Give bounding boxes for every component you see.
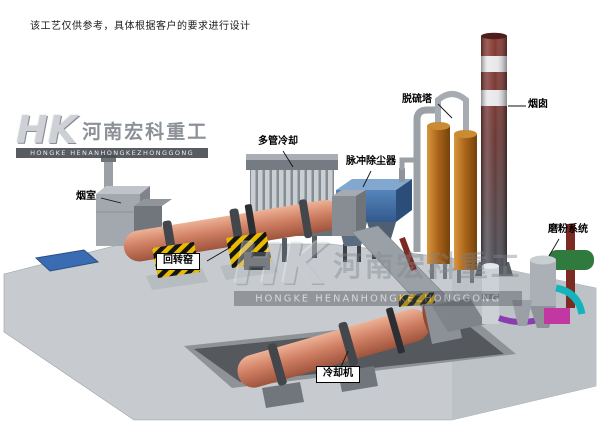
leader-multi-tube-cooler	[282, 150, 294, 168]
hazard-edge-strip	[398, 292, 435, 307]
cooling-machine-tyre	[338, 321, 359, 367]
leader-smoke-chamber	[100, 197, 122, 204]
collector-leg	[357, 246, 361, 262]
gray-conveyor	[432, 298, 486, 332]
tower-leg	[443, 264, 447, 279]
gray-hopper	[512, 300, 532, 326]
magenta-unit	[544, 308, 570, 324]
tower-b-body	[454, 134, 477, 270]
dark-red-pipe	[399, 236, 417, 272]
kiln-outlet-hood	[332, 190, 366, 236]
cyan-pipe	[555, 284, 586, 315]
smoke-chamber-top	[96, 186, 150, 194]
cooling-machine-shell	[237, 308, 430, 388]
tower-leg	[457, 270, 461, 283]
collector-side-face	[396, 179, 412, 222]
label-rotary-kiln: 回转窑	[156, 253, 200, 270]
mill-body	[530, 260, 556, 306]
kiln-tyre	[298, 199, 313, 239]
tower-a-body	[427, 126, 450, 264]
label-cooling-machine: 冷却机	[316, 366, 360, 383]
hood-top-face	[332, 190, 366, 196]
collector-top-face	[336, 179, 412, 190]
smoke-stack-cap	[101, 155, 116, 162]
cooler-roller-stand	[262, 382, 304, 408]
label-desulfurization: 脱硫塔	[402, 94, 432, 105]
label-multi-tube-cooler: 多管冷却	[258, 136, 298, 147]
leader-cooling-machine	[340, 350, 349, 368]
leader-dust-collector	[362, 170, 372, 188]
leader-rotary-kiln	[206, 246, 232, 262]
ground-panel	[34, 249, 100, 272]
cooler-header-top	[246, 154, 338, 160]
chimney	[475, 32, 513, 276]
leader-desulfurization	[437, 103, 453, 119]
tower-gooseneck-pipe	[435, 91, 469, 134]
disclaimer-note: 该工艺仅供参考，具体根据客户的要求进行设计	[30, 21, 251, 32]
tower-b-top	[454, 130, 477, 138]
green-cylinder	[548, 250, 594, 270]
desulfurization-towers	[413, 91, 477, 283]
tower-leg	[430, 264, 434, 279]
leader-lines	[100, 103, 560, 368]
tower-inlet-pipe	[413, 106, 437, 252]
smoke-stack	[104, 160, 113, 202]
label-chimney: 烟囱	[528, 99, 548, 110]
support-base	[146, 268, 208, 290]
leader-grinding	[548, 238, 560, 257]
cooler-leg	[282, 238, 287, 262]
mill-top	[530, 255, 556, 265]
cooler-leg	[312, 234, 317, 258]
kiln-inlet-hood-top	[134, 199, 172, 206]
collector-outlet-duct	[399, 157, 419, 212]
cooler-tubes	[251, 170, 333, 224]
chimney-top-opening	[481, 32, 507, 40]
kiln-drive-motor	[244, 252, 270, 270]
hood-side	[356, 190, 366, 236]
collector-leg	[343, 244, 347, 262]
cooling-machine-gear	[386, 307, 405, 354]
label-dust-collector: 脉冲除尘器	[346, 156, 396, 167]
cooling-machine-tyre	[267, 343, 287, 386]
label-smoke-chamber: 烟室	[76, 191, 96, 202]
tower-leg	[470, 270, 474, 283]
ground-panel-plate	[34, 249, 100, 272]
white-tank-top	[482, 263, 499, 269]
collector-outlet-stub	[399, 168, 405, 182]
white-tank-band	[482, 294, 499, 299]
hood-front	[332, 196, 356, 236]
grinding-system	[512, 224, 594, 328]
label-grinding-system: 磨粉系统	[548, 224, 588, 235]
tower-a-top	[427, 122, 450, 130]
chimney-shading	[481, 36, 507, 266]
